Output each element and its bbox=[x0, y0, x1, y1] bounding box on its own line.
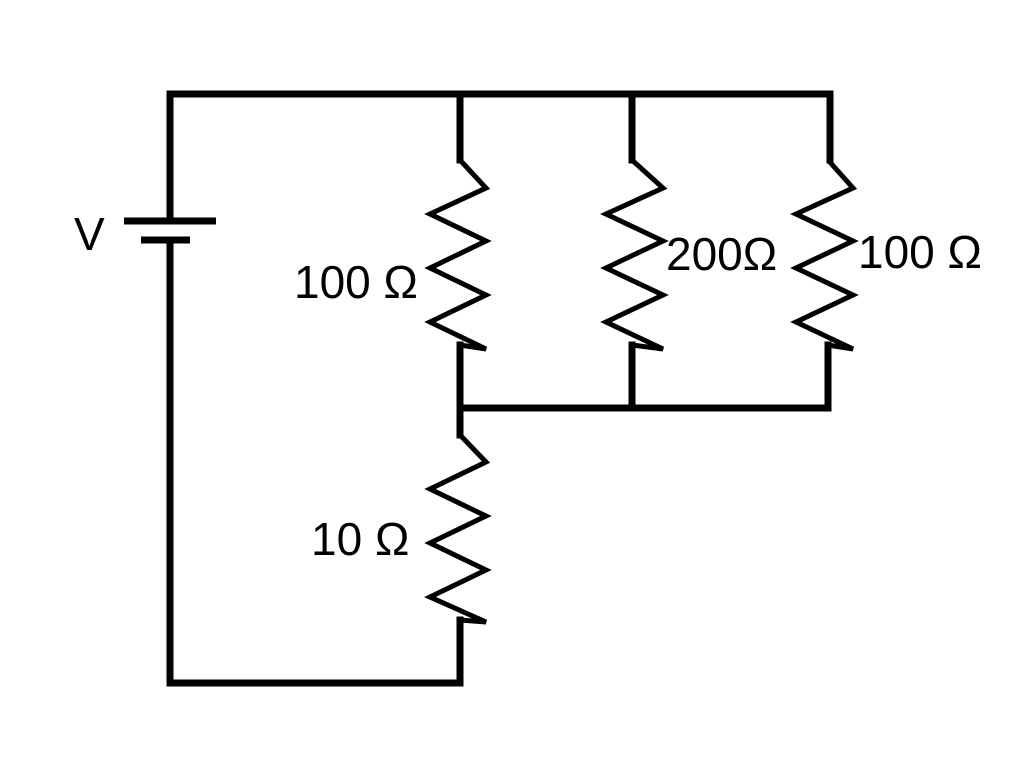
battery-symbol bbox=[124, 217, 216, 244]
top-wire bbox=[166, 90, 834, 222]
resistor-middle-label: 200Ω bbox=[666, 228, 777, 280]
voltage-source-label: V bbox=[74, 208, 105, 260]
resistor-series-label: 10 Ω bbox=[311, 513, 409, 565]
resistor-right-label: 100 Ω bbox=[858, 226, 982, 278]
resistor-series-zigzag bbox=[424, 433, 492, 625]
resistor-left-zigzag bbox=[424, 158, 492, 352]
resistor-right-zigzag bbox=[790, 158, 859, 352]
wires bbox=[166, 90, 834, 687]
bottom-return-wire bbox=[166, 236, 464, 687]
resistor-left-label: 100 Ω bbox=[294, 256, 418, 308]
resistor-middle-zigzag bbox=[600, 158, 669, 352]
